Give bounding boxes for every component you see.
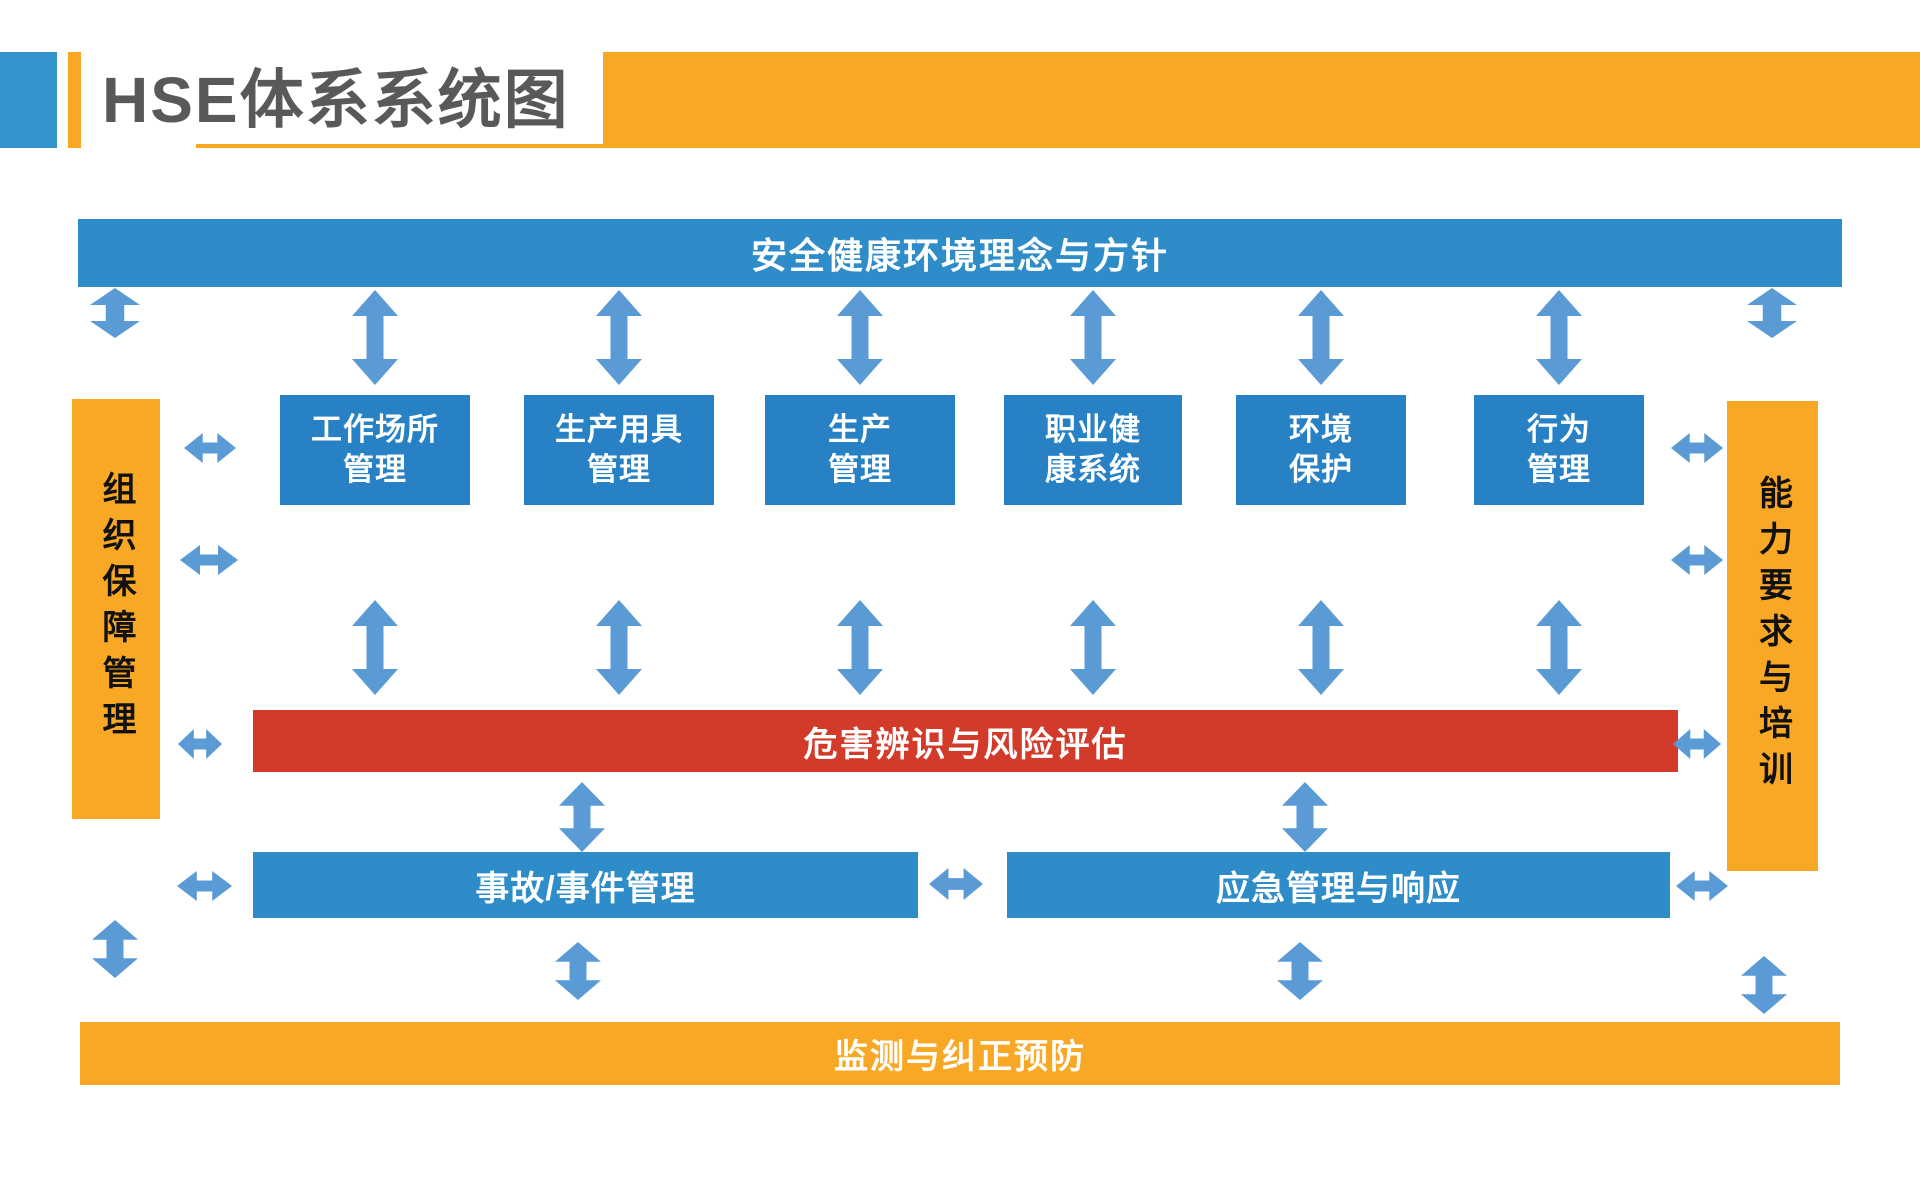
risk-assessment-bar: 危害辨识与风险评估 [253, 710, 1678, 772]
horizontal-double-arrow-icon [1671, 433, 1723, 463]
horizontal-double-arrow-icon [1673, 729, 1721, 759]
header-blue-square [0, 52, 57, 148]
vertical-double-arrow-icon [352, 290, 398, 385]
horizontal-double-arrow-icon [1671, 545, 1723, 575]
horizontal-double-arrow-icon [180, 545, 238, 575]
vertical-double-arrow-icon [559, 782, 605, 852]
monitoring-banner: 监测与纠正预防 [80, 1022, 1840, 1085]
vertical-double-arrow-icon [92, 920, 138, 978]
vertical-double-arrow-icon [1536, 600, 1582, 695]
vertical-double-arrow-icon [90, 288, 140, 338]
vertical-double-arrow-icon [1298, 600, 1344, 695]
organization-support-bar: 组织保障管理 [72, 399, 160, 819]
module-box-behavior: 行为 管理 [1474, 395, 1644, 505]
module-box-occupational-health: 职业健 康系统 [1004, 395, 1182, 505]
vertical-double-arrow-icon [1070, 600, 1116, 695]
organization-support-label: 组织保障管理 [97, 471, 135, 747]
horizontal-double-arrow-icon [1676, 871, 1728, 901]
vertical-double-arrow-icon [555, 942, 601, 1000]
vertical-double-arrow-icon [837, 290, 883, 385]
page-title: HSE体系系统图 [102, 64, 570, 136]
vertical-double-arrow-icon [1536, 290, 1582, 385]
horizontal-double-arrow-icon [177, 871, 232, 901]
vertical-double-arrow-icon [837, 600, 883, 695]
horizontal-double-arrow-icon [178, 729, 222, 759]
module-box-workplace: 工作场所 管理 [280, 395, 470, 505]
vertical-double-arrow-icon [352, 600, 398, 695]
vertical-double-arrow-icon [596, 290, 642, 385]
vertical-double-arrow-icon [596, 600, 642, 695]
module-box-environment: 环境 保护 [1236, 395, 1406, 505]
module-box-tools: 生产用具 管理 [524, 395, 714, 505]
header-orange-band [603, 52, 1920, 148]
title-underline [196, 144, 603, 148]
vertical-double-arrow-icon [1741, 956, 1787, 1014]
capability-training-bar: 能力要求与培训 [1727, 401, 1818, 871]
vertical-double-arrow-icon [1282, 782, 1328, 852]
module-box-production: 生产 管理 [765, 395, 955, 505]
vertical-double-arrow-icon [1298, 290, 1344, 385]
vertical-double-arrow-icon [1277, 942, 1323, 1000]
horizontal-double-arrow-icon [184, 433, 236, 463]
emergency-response-box: 应急管理与响应 [1007, 852, 1670, 918]
capability-training-label: 能力要求与培训 [1753, 475, 1792, 797]
horizontal-double-arrow-icon [929, 868, 983, 900]
header-orange-tick [68, 52, 81, 148]
policy-banner: 安全健康环境理念与方针 [78, 219, 1842, 287]
vertical-double-arrow-icon [1070, 290, 1116, 385]
incident-management-box: 事故/事件管理 [253, 852, 918, 918]
vertical-double-arrow-icon [1747, 288, 1797, 338]
